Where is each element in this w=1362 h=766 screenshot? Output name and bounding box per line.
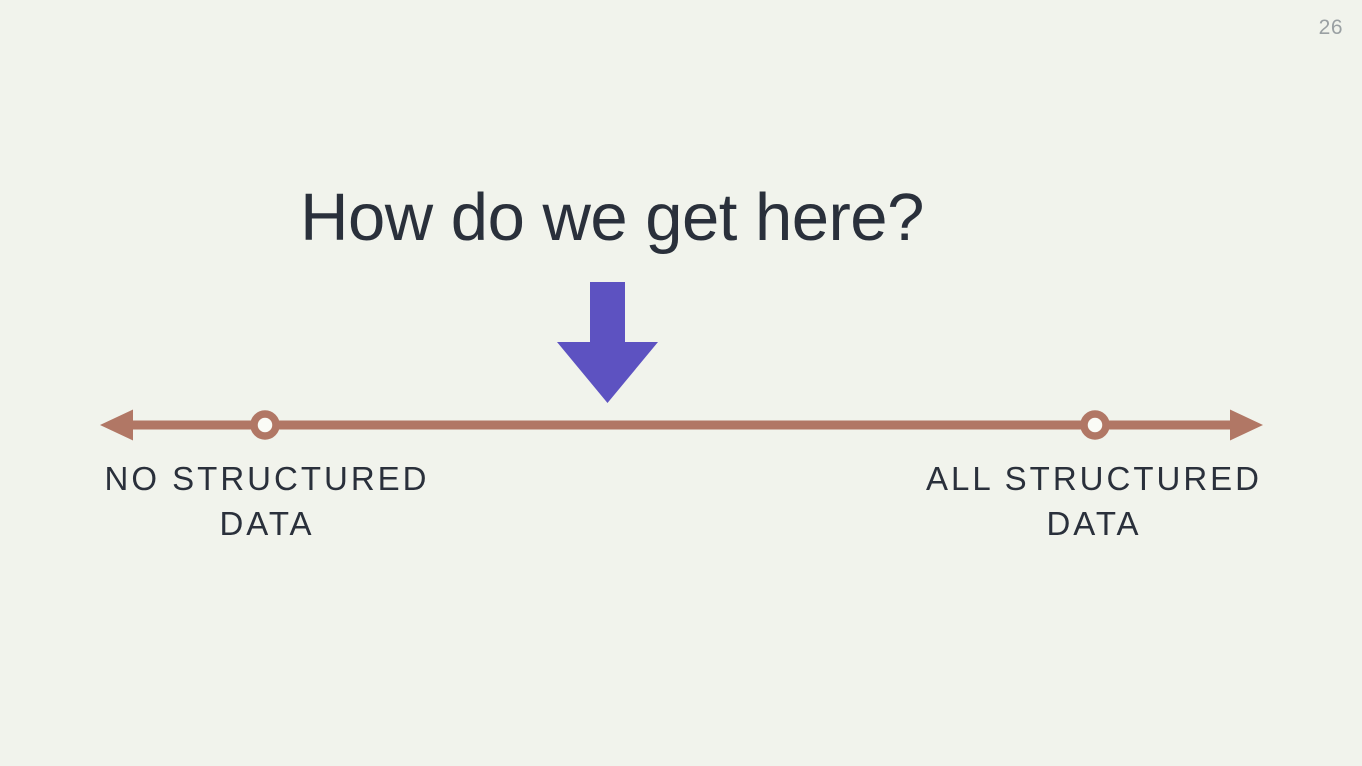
spectrum-axis bbox=[100, 409, 1263, 441]
left-axis-label-line2: DATA bbox=[219, 505, 315, 542]
right-axis-label-line2: DATA bbox=[1046, 505, 1142, 542]
down-arrow-shape bbox=[557, 282, 658, 403]
right-arrowhead-icon bbox=[1230, 409, 1263, 441]
right-axis-label: ALL STRUCTURED DATA bbox=[926, 456, 1262, 546]
left-arrowhead-icon bbox=[100, 409, 133, 441]
right-axis-label-line1: ALL STRUCTURED bbox=[926, 460, 1262, 497]
right-point-marker bbox=[1080, 410, 1110, 440]
left-axis-label: NO STRUCTURED DATA bbox=[105, 456, 430, 546]
page-number: 26 bbox=[1318, 16, 1343, 39]
page-title: How do we get here? bbox=[300, 180, 924, 255]
down-arrow-icon bbox=[557, 282, 658, 403]
left-axis-label-line1: NO STRUCTURED bbox=[104, 460, 430, 497]
left-point-marker bbox=[250, 410, 280, 440]
